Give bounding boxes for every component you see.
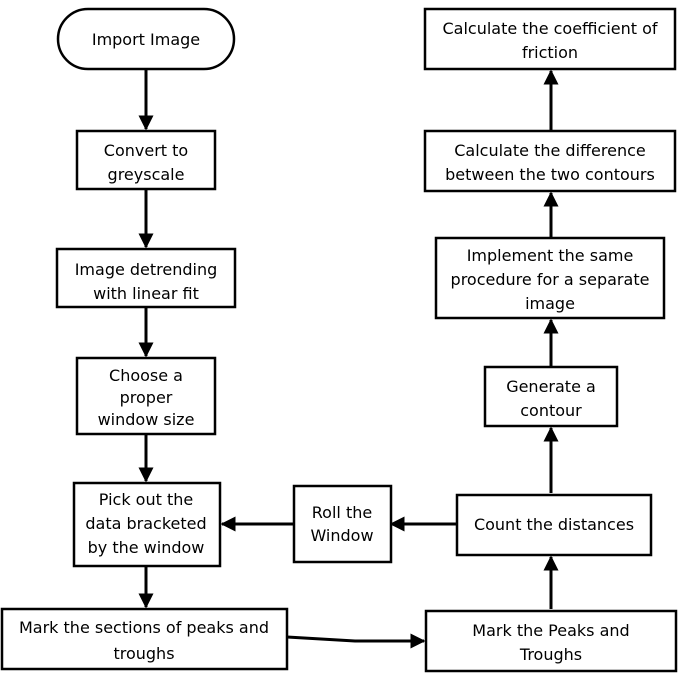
node-implement-same-line-2: procedure for a separate bbox=[451, 270, 650, 289]
node-implement-same: Implement the same procedure for a separ… bbox=[434, 236, 666, 320]
node-mark-peaks-line-2: Troughs bbox=[519, 645, 582, 664]
node-pick-out-data-line-1: Pick out the bbox=[99, 490, 193, 509]
node-convert-greyscale-line-1: Convert to bbox=[104, 141, 188, 160]
node-import-image: Import Image bbox=[56, 7, 236, 71]
node-mark-peaks-line-1: Mark the Peaks and bbox=[472, 621, 629, 640]
node-choose-window: Choose a proper window size bbox=[75, 356, 217, 436]
node-pick-out-data-line-2: data bracketed bbox=[85, 514, 206, 533]
node-calculate-coefficient-line-1: Calculate the coefficient of bbox=[442, 19, 657, 38]
node-roll-window: Roll the Window bbox=[292, 484, 393, 564]
node-count-distances: Count the distances bbox=[455, 493, 653, 557]
node-roll-window-line-2: Window bbox=[310, 526, 373, 545]
node-pick-out-data-line-3: by the window bbox=[88, 538, 205, 557]
node-count-distances-line-1: Count the distances bbox=[474, 515, 634, 534]
node-implement-same-line-1: Implement the same bbox=[467, 246, 634, 265]
node-generate-contour-line-1: Generate a bbox=[506, 377, 596, 396]
node-choose-window-line-3: window size bbox=[98, 410, 195, 429]
edge-mark-sections-to-mark-peaks bbox=[286, 633, 426, 649]
node-mark-sections-line-1: Mark the sections of peaks and bbox=[19, 618, 269, 637]
node-generate-contour-line-2: contour bbox=[520, 401, 582, 420]
node-calculate-coefficient-line-2: friction bbox=[522, 43, 578, 62]
node-image-detrending: Image detrending with linear fit bbox=[55, 247, 237, 309]
node-choose-window-line-2: proper bbox=[120, 388, 173, 407]
node-calculate-coefficient: Calculate the coefficient of friction bbox=[423, 7, 677, 71]
node-calculate-difference: Calculate the difference between the two… bbox=[423, 129, 677, 193]
node-image-detrending-line-2: with linear fit bbox=[93, 284, 199, 303]
node-generate-contour: Generate a contour bbox=[483, 365, 619, 428]
node-mark-sections-line-2: troughs bbox=[113, 644, 174, 663]
node-image-detrending-line-1: Image detrending bbox=[75, 260, 218, 279]
node-mark-sections: Mark the sections of peaks and troughs bbox=[0, 607, 289, 671]
node-choose-window-line-1: Choose a bbox=[109, 366, 183, 385]
node-roll-window-line-1: Roll the bbox=[312, 503, 372, 522]
node-convert-greyscale-line-2: greyscale bbox=[108, 165, 185, 184]
node-calculate-difference-line-2: between the two contours bbox=[445, 165, 655, 184]
node-implement-same-line-3: image bbox=[525, 294, 575, 313]
node-import-image-line-1: Import Image bbox=[92, 30, 200, 49]
node-convert-greyscale: Convert to greyscale bbox=[75, 129, 217, 191]
node-calculate-difference-line-1: Calculate the difference bbox=[454, 141, 645, 160]
edges bbox=[138, 69, 559, 649]
node-pick-out-data: Pick out the data bracketed by the windo… bbox=[72, 481, 222, 568]
node-mark-peaks: Mark the Peaks and Troughs bbox=[424, 609, 678, 673]
